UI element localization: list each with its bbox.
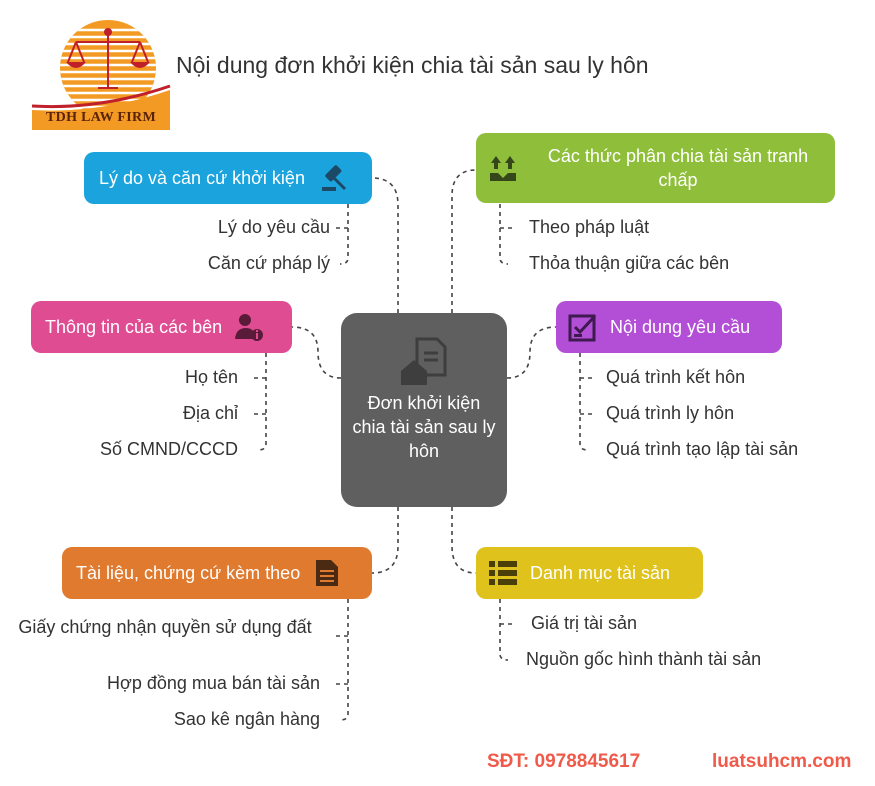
user-info-icon <box>235 314 264 341</box>
document-house-icon <box>401 337 447 385</box>
scales-of-justice-icon <box>31 20 171 130</box>
reasons-item-2: Căn cứ pháp lý <box>207 253 330 273</box>
gavel-icon <box>321 165 347 191</box>
footer-phone: SĐT: 0978845617 <box>487 751 641 772</box>
request-item-3: Quá trình tạo lập tài sản <box>606 439 799 459</box>
branch-evidence-label: Tài liệu, chứng cứ kèm theo <box>76 562 301 583</box>
branch-reasons: Lý do và căn cứ khởi kiện <box>84 152 372 204</box>
branch-parties: Thông tin của các bên <box>31 301 292 353</box>
branch-parties-label: Thông tin của các bên <box>45 316 223 337</box>
evidence-item-3: Sao kê ngân hàng <box>173 709 320 729</box>
logo-text: TDH LAW FIRM <box>46 110 156 125</box>
split-arrows-icon <box>490 156 516 181</box>
reasons-item-1: Lý do yêu cầu <box>217 217 330 237</box>
branch-methods-label: Các thức phân chia tài sản tranh chấp <box>547 146 809 190</box>
methods-item-1: Theo pháp luật <box>529 217 650 237</box>
list-icon <box>489 561 517 585</box>
center-node: Đơn khởi kiện chia tài sản sau ly hôn <box>341 313 507 507</box>
parties-item-3: Số CMND/CCCD <box>99 439 238 459</box>
branch-methods: Các thức phân chia tài sản tranh chấp <box>476 133 835 203</box>
assets-item-1: Giá trị tài sản <box>531 613 638 633</box>
branch-request-label: Nội dung yêu cầu <box>610 316 751 337</box>
evidence-item-1: Giấy chứng nhận quyền sử dụng đất <box>18 617 312 637</box>
request-item-1: Quá trình kết hôn <box>606 367 746 387</box>
branch-assets: Danh mục tài sản <box>476 547 703 599</box>
branch-assets-label: Danh mục tài sản <box>530 562 671 583</box>
request-item-2: Quá trình ly hôn <box>606 403 735 423</box>
parties-item-2: Địa chỉ <box>182 403 238 423</box>
checked-form-icon <box>568 314 597 342</box>
branch-reasons-label: Lý do và căn cứ khởi kiện <box>99 167 305 188</box>
evidence-item-2: Hợp đồng mua bán tài sản <box>107 673 320 693</box>
assets-item-2: Nguồn gốc hình thành tài sản <box>526 649 762 669</box>
center-label: Đơn khởi kiện chia tài sản sau ly hôn <box>352 393 496 461</box>
branch-evidence: Tài liệu, chứng cứ kèm theo <box>62 547 372 599</box>
page-title: Nội dung đơn khởi kiện chia tài sản sau … <box>176 52 649 78</box>
methods-item-2: Thỏa thuận giữa các bên <box>529 253 730 273</box>
parties-item-1: Họ tên <box>184 367 238 387</box>
file-text-icon <box>316 560 339 586</box>
footer-website[interactable]: luatsuhcm.com <box>712 751 852 772</box>
branch-request: Nội dung yêu cầu <box>556 301 782 353</box>
law-firm-logo: TDH LAW FIRM <box>30 18 172 136</box>
